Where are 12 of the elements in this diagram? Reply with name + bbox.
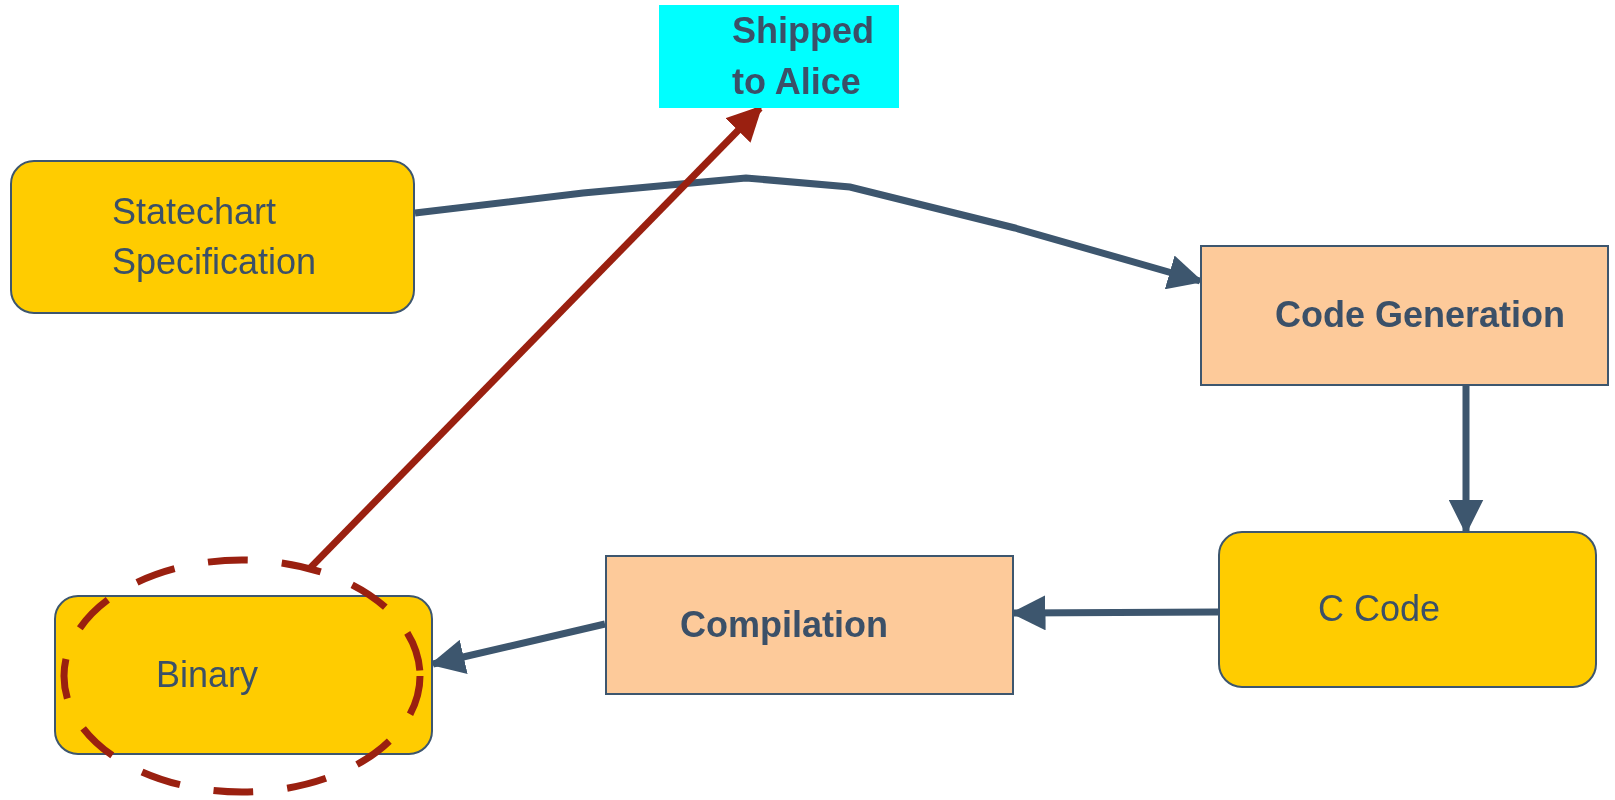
node-label: Code Generation <box>1275 293 1567 338</box>
state-box <box>1218 531 1597 688</box>
state-box <box>10 160 415 314</box>
process-box <box>1200 245 1609 386</box>
node-label: Shipped to Alice <box>732 9 875 104</box>
node-label: C Code <box>1318 587 1442 632</box>
node-label: Compilation <box>680 602 889 647</box>
node-label: Binary <box>156 652 260 697</box>
state-box <box>54 595 433 755</box>
process-box <box>605 555 1014 695</box>
output-box <box>659 5 899 108</box>
node-label: Statechart Specification <box>112 189 318 284</box>
